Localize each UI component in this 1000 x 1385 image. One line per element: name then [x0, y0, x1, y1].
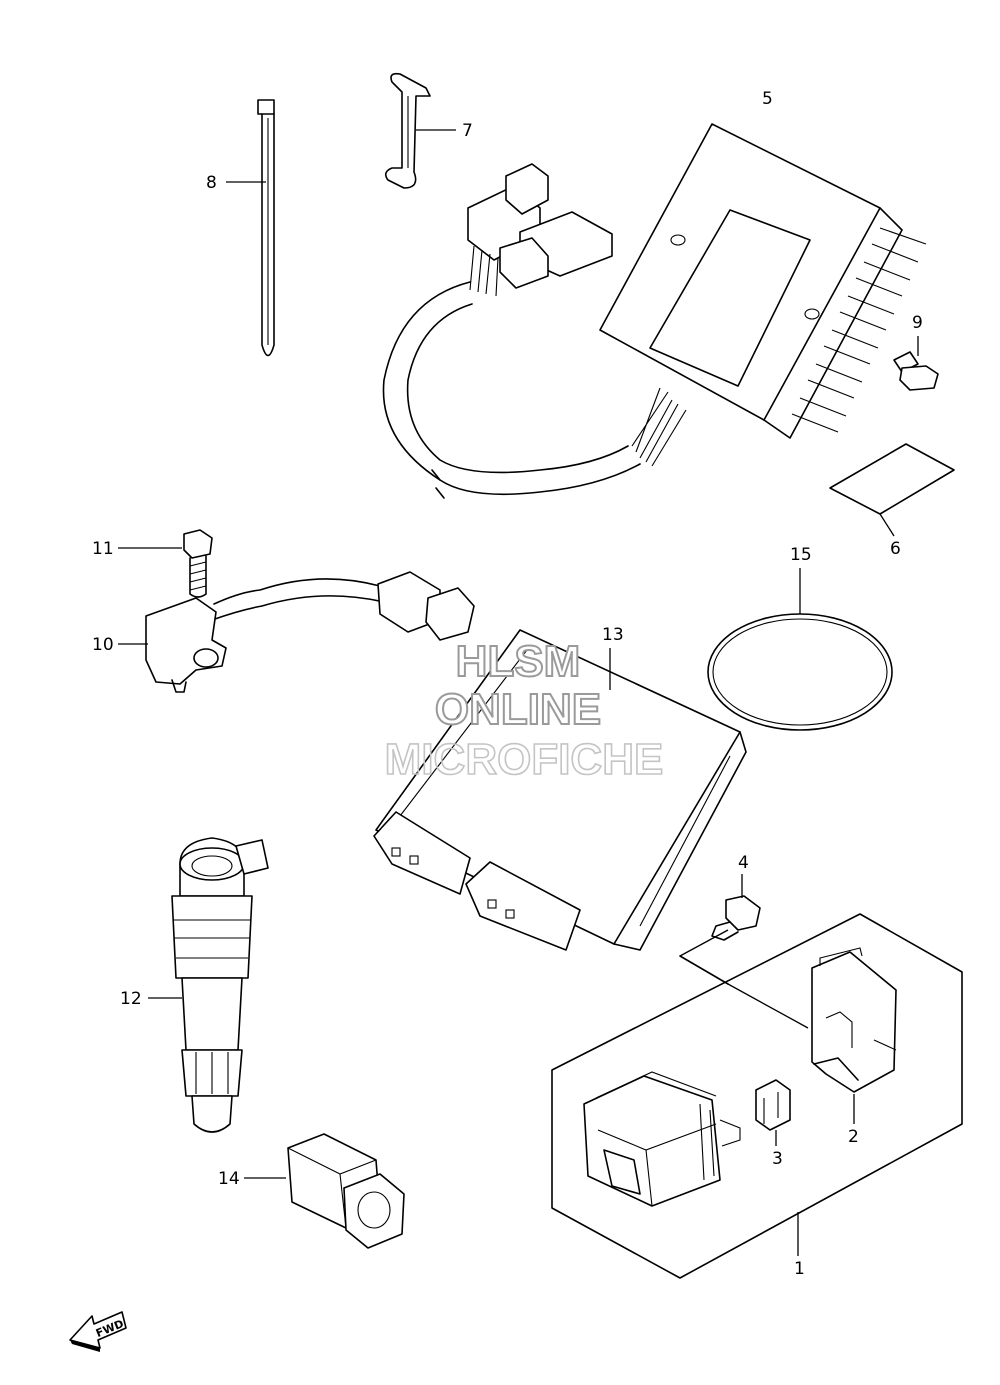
callout-2: 2 — [848, 1127, 859, 1147]
callout-13: 13 — [602, 625, 624, 645]
part-9-bolt[interactable] — [893, 351, 939, 391]
callout-15: 15 — [790, 545, 812, 565]
callout-labels: 1 2 3 4 5 6 7 8 9 10 11 12 13 14 15 — [92, 89, 923, 1279]
watermark-line-2: ONLINE — [435, 685, 601, 734]
callout-4: 4 — [738, 853, 749, 873]
watermark: HLSM ONLINE MICROFICHE — [384, 636, 664, 785]
callout-14: 14 — [218, 1169, 240, 1189]
forward-arrow-icon: FWD — [69, 1311, 127, 1352]
callout-3: 3 — [772, 1149, 783, 1169]
callout-5: 5 — [762, 89, 773, 109]
part-2-cover[interactable] — [811, 947, 897, 1093]
part-13-ecu[interactable] — [373, 629, 747, 951]
callout-10: 10 — [92, 635, 114, 655]
part-12-ignition-coil[interactable] — [171, 837, 269, 1133]
part-1-relay-group[interactable] — [551, 895, 963, 1279]
fwd-label: FWD — [94, 1317, 126, 1340]
callout-6: 6 — [890, 539, 901, 559]
part-14-connector[interactable] — [287, 1133, 405, 1249]
part-3-fuse[interactable] — [755, 1079, 791, 1131]
part-4-bolt[interactable] — [711, 895, 761, 941]
callout-8: 8 — [206, 173, 217, 193]
part-8-cable-tie[interactable] — [257, 99, 275, 357]
part-7-clamp[interactable] — [384, 72, 431, 189]
part-5-regulator[interactable] — [382, 123, 927, 499]
callout-1: 1 — [794, 1259, 805, 1279]
callout-11: 11 — [92, 539, 114, 559]
callout-9: 9 — [912, 313, 923, 333]
callout-7: 7 — [462, 121, 473, 141]
part-6-pad[interactable] — [829, 443, 955, 515]
part-11-bolt[interactable] — [183, 529, 213, 598]
watermark-line-3: MICROFICHE — [385, 735, 664, 784]
part-10-sensor[interactable] — [145, 571, 475, 693]
leader-lines — [118, 129, 919, 1256]
callout-12: 12 — [120, 989, 142, 1009]
watermark-line-1: HLSM — [456, 637, 581, 686]
part-15-o-ring[interactable] — [707, 613, 893, 731]
